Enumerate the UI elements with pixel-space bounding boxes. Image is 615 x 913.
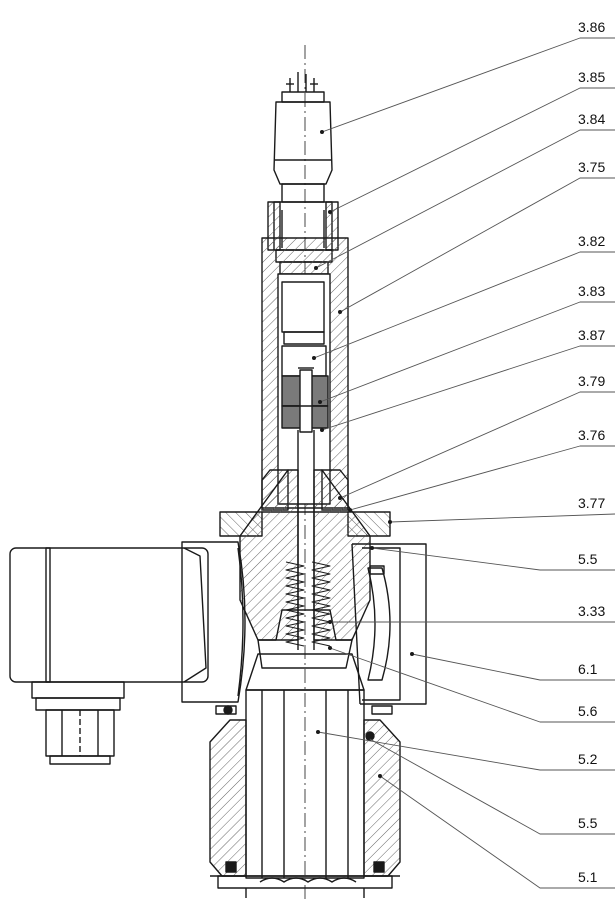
spring (285, 561, 331, 647)
label-5-2: 5.2 (578, 751, 598, 767)
label-3-77: 3.77 (578, 495, 605, 511)
label-5-6: 5.6 (578, 703, 598, 719)
magnet-assembly (281, 367, 329, 433)
part-labels: 3.86 3.85 3.84 3.75 3.82 3.83 3.87 3.79 … (578, 19, 605, 885)
label-3-76: 3.76 (578, 427, 605, 443)
label-5-5-lower: 5.5 (578, 815, 598, 831)
label-3-84: 3.84 (578, 111, 605, 127)
label-3-86: 3.86 (578, 19, 605, 35)
label-3-79: 3.79 (578, 373, 605, 389)
label-3-75: 3.75 (578, 159, 605, 175)
label-3-82: 3.82 (578, 233, 605, 249)
leader-dots (312, 130, 414, 778)
label-3-83: 3.83 (578, 283, 605, 299)
label-5-1: 5.1 (578, 869, 598, 885)
coil-housing (351, 543, 427, 705)
lower-body (209, 719, 401, 898)
leader-lines (313, 37, 615, 889)
label-3-87: 3.87 (578, 327, 605, 343)
connector-plug (273, 72, 333, 185)
label-5-5-upper: 5.5 (578, 551, 598, 567)
label-6-1: 6.1 (578, 661, 598, 677)
label-3-85: 3.85 (578, 69, 605, 85)
label-3-33: 3.33 (578, 603, 605, 619)
actuator-box (9, 541, 246, 765)
